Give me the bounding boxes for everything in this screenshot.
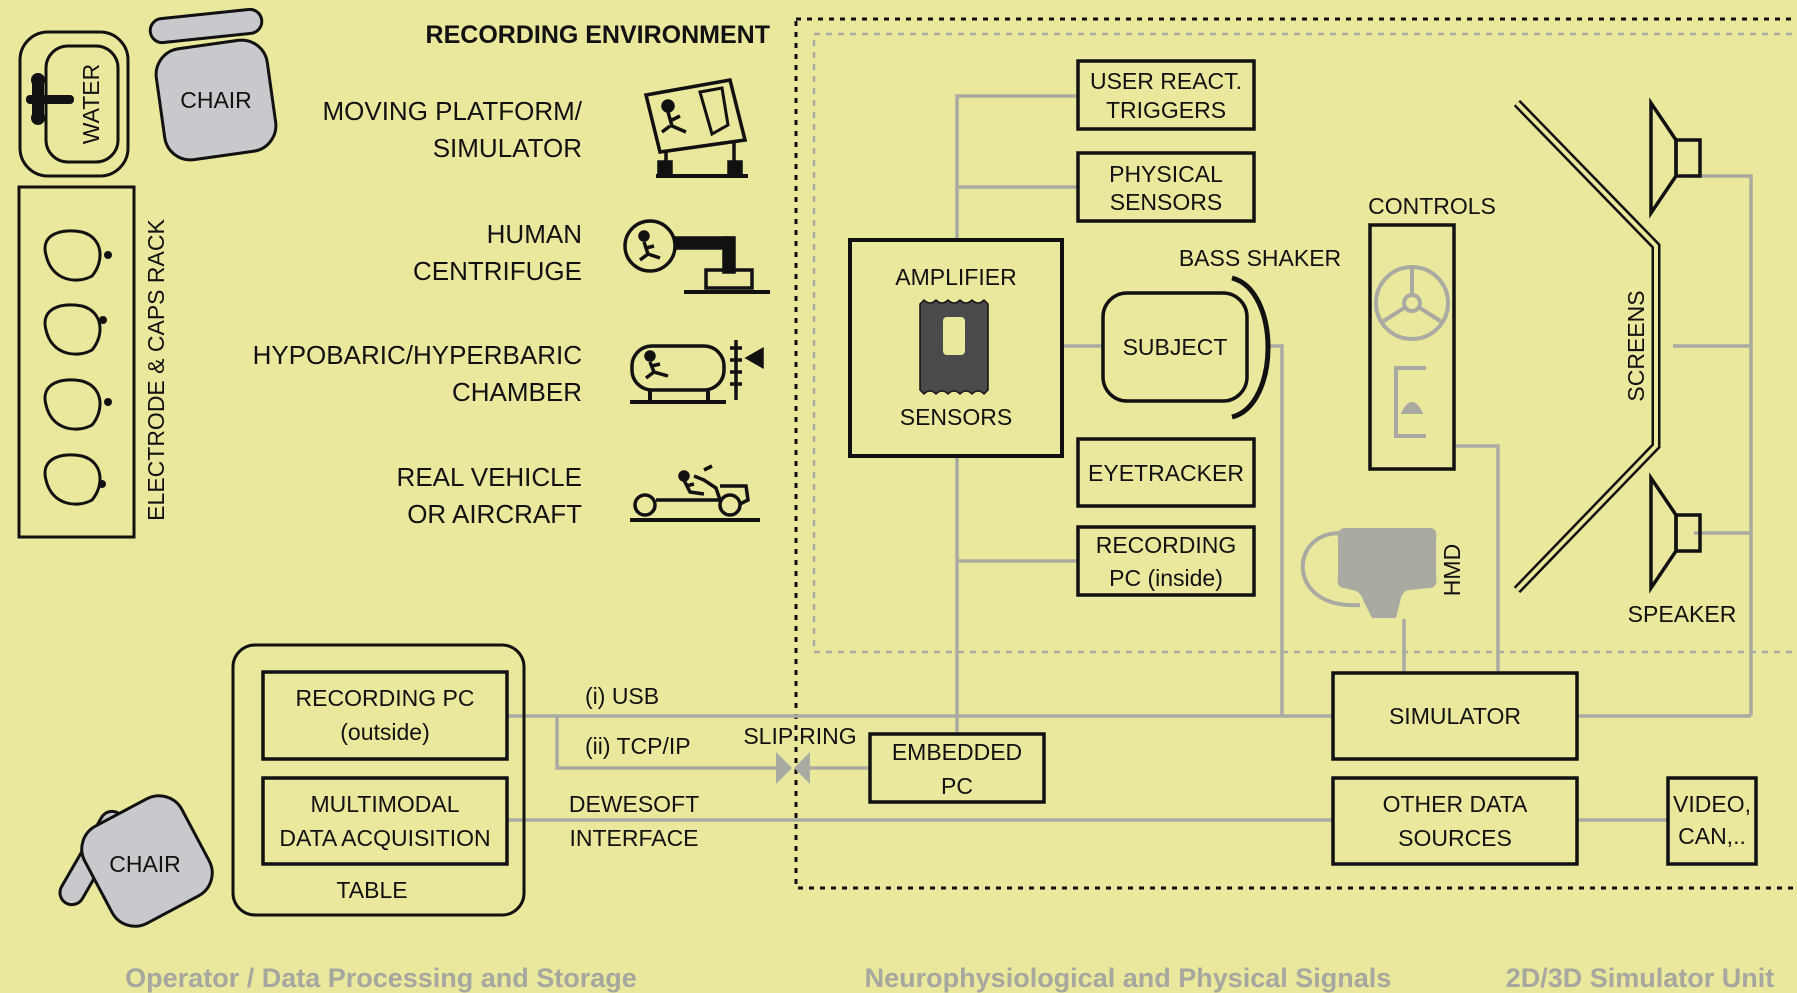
environment-chamber: HYPOBARIC/HYPERBARIC CHAMBER xyxy=(253,340,764,407)
pedals-icon xyxy=(1394,366,1426,438)
slip-ring-label: SLIP RING xyxy=(743,723,856,749)
steering-wheel-icon xyxy=(1374,265,1450,341)
environment-label-line1: HUMAN xyxy=(487,219,582,249)
dewesoft-line2: INTERFACE xyxy=(569,825,698,851)
section-label-signals: Neurophysiological and Physical Signals xyxy=(865,963,1392,993)
simulator-box: SIMULATOR xyxy=(1331,671,1579,761)
other-data-line1: OTHER DATA xyxy=(1383,791,1528,817)
speaker-label: SPEAKER xyxy=(1628,601,1737,627)
amplifier-label: AMPLIFIER xyxy=(895,264,1016,290)
physical-sensors-box: PHYSICAL SENSORS xyxy=(1076,151,1256,223)
rack-label: ELECTRODE & CAPS RACK xyxy=(143,219,169,521)
environment-label-line2: CENTRIFUGE xyxy=(413,256,582,286)
chair-top-seat xyxy=(154,38,278,162)
environment-vehicle: REAL VEHICLE OR AIRCRAFT xyxy=(397,462,760,529)
multimodal-line2: DATA ACQUISITION xyxy=(279,825,490,851)
speaker-icon xyxy=(1649,472,1678,594)
water-tap-icon xyxy=(26,73,74,125)
section-label-operator: Operator / Data Processing and Storage xyxy=(125,963,637,993)
centrifuge-icon xyxy=(623,219,770,294)
signals-area-boundary xyxy=(812,32,1797,654)
controls-label: CONTROLS xyxy=(1368,193,1496,219)
section-label-simulator: 2D/3D Simulator Unit xyxy=(1506,963,1775,993)
operator-table: TABLE xyxy=(231,643,526,917)
recording-pc-outside-line1: RECORDING PC xyxy=(296,685,475,711)
environment-centrifuge: HUMAN CENTRIFUGE xyxy=(413,219,770,294)
chair-bottom-seat xyxy=(80,794,214,928)
sensors-label: SENSORS xyxy=(900,404,1012,430)
video-can-line1: VIDEO, xyxy=(1673,791,1751,817)
tcp-label: (ii) TCP/IP xyxy=(585,733,691,759)
hmd-label: HMD xyxy=(1439,544,1465,596)
subject-box: SUBJECT BASS SHAKER xyxy=(1101,245,1341,420)
hmd-strap xyxy=(1300,531,1361,608)
bass-shaker-icon xyxy=(1231,275,1271,420)
amplifier-device-icon xyxy=(919,298,989,396)
physical-sensors-line2: SENSORS xyxy=(1110,189,1222,215)
embedded-pc-box: EMBEDDED PC xyxy=(868,732,1046,804)
diagram-title: RECORDING ENVIRONMENT xyxy=(426,21,770,49)
recording-pc-outside-box: RECORDING PC (outside) xyxy=(261,670,509,761)
controls-unit: CONTROLS xyxy=(1368,193,1496,471)
moving-platform-icon xyxy=(643,77,748,178)
speaker-icon xyxy=(1649,97,1678,219)
connector-lines xyxy=(507,94,1753,822)
subject-label: SUBJECT xyxy=(1123,334,1228,360)
amplifier-box: AMPLIFIER SENSORS xyxy=(848,238,1064,458)
bass-shaker-label: BASS SHAKER xyxy=(1179,245,1341,271)
screens-unit: SCREENS xyxy=(1513,99,1661,594)
eyetracker-box: EYETRACKER xyxy=(1076,437,1256,508)
user-react-line1: USER REACT. xyxy=(1090,68,1242,94)
chair-bottom: CHAIR xyxy=(58,794,214,928)
chair-bottom-label: CHAIR xyxy=(109,851,181,877)
other-data-line2: SOURCES xyxy=(1398,825,1512,851)
user-react-line2: TRIGGERS xyxy=(1106,97,1226,123)
environment-label-line1: MOVING PLATFORM/ xyxy=(322,96,582,126)
recording-environment-boundary xyxy=(794,17,1797,890)
screens-label: SCREENS xyxy=(1623,290,1649,401)
multimodal-data-acquisition-box: MULTIMODAL DATA ACQUISITION xyxy=(261,776,509,866)
water-label: WATER xyxy=(78,64,104,145)
embedded-pc-line2: PC xyxy=(941,773,973,799)
electrode-caps-rack: ELECTRODE & CAPS RACK xyxy=(17,185,169,539)
hmd-icon xyxy=(1337,528,1437,618)
environment-label-line2: CHAMBER xyxy=(452,377,582,407)
environment-label-line1: HYPOBARIC/HYPERBARIC xyxy=(253,340,582,370)
recording-pc-inside-box: RECORDING PC (inside) xyxy=(1076,525,1256,597)
physical-sensors-line1: PHYSICAL xyxy=(1109,161,1223,187)
water-station: WATER xyxy=(18,30,130,178)
usb-label: (i) USB xyxy=(585,683,659,709)
dewesoft-line1: DEWESOFT xyxy=(569,791,699,817)
recording-pc-inside-line2: PC (inside) xyxy=(1109,565,1223,591)
electrode-cap-icon xyxy=(43,229,102,506)
video-can-box: VIDEO, CAN,.. xyxy=(1666,776,1758,866)
user-reaction-triggers-box: USER REACT. TRIGGERS xyxy=(1076,59,1256,131)
environment-label-line2: OR AIRCRAFT xyxy=(407,499,582,529)
other-data-sources-box: OTHER DATA SOURCES xyxy=(1331,776,1579,866)
environment-label-line1: REAL VEHICLE xyxy=(397,462,582,492)
environment-moving-platform: MOVING PLATFORM/ SIMULATOR xyxy=(322,77,748,178)
hmd-unit: HMD xyxy=(1300,528,1465,618)
recording-pc-outside-line2: (outside) xyxy=(340,719,429,745)
recording-pc-inside-line1: RECORDING xyxy=(1096,532,1237,558)
multimodal-line1: MULTIMODAL xyxy=(310,791,459,817)
video-can-line2: CAN,.. xyxy=(1678,823,1746,849)
chamber-icon xyxy=(630,340,764,404)
environment-label-line2: SIMULATOR xyxy=(433,133,582,163)
table-label: TABLE xyxy=(336,877,407,903)
chair-top-label: CHAIR xyxy=(180,87,252,113)
slip-ring-icon xyxy=(776,752,810,784)
embedded-pc-line1: EMBEDDED xyxy=(892,739,1022,765)
vehicle-icon xyxy=(630,464,760,522)
speaker-top xyxy=(1649,97,1702,219)
speaker-bottom: SPEAKER xyxy=(1628,472,1737,627)
chair-top: CHAIR xyxy=(148,7,278,162)
eyetracker-label: EYETRACKER xyxy=(1088,460,1244,486)
simulator-label: SIMULATOR xyxy=(1389,703,1521,729)
